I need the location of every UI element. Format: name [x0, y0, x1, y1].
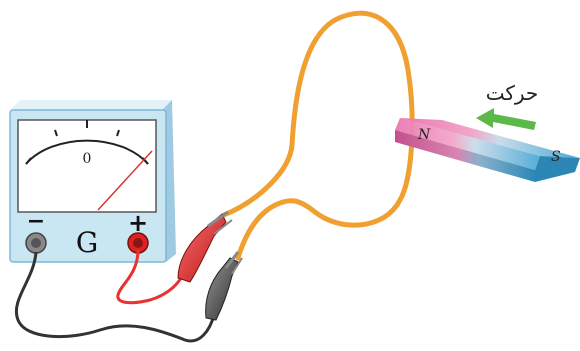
black-lead-wire [14, 251, 216, 343]
negative-terminal[interactable] [25, 232, 47, 254]
black-alligator-clip[interactable] [205, 251, 243, 321]
galvanometer-symbol: G [76, 226, 98, 259]
dial-zero-label: 0 [83, 151, 92, 167]
red-lead-wire [116, 249, 186, 305]
bar-magnet: N S [395, 118, 580, 182]
plus-label: + [128, 209, 148, 237]
minus-label: − [27, 209, 45, 234]
dial-needle [97, 150, 153, 211]
red-alligator-clip[interactable] [177, 210, 233, 283]
magnet-north-label: N [417, 127, 431, 143]
motion-label: حرکت [486, 81, 539, 105]
galvanometer: 0 − + G [9, 100, 176, 263]
magnet-south-label: S [551, 149, 561, 165]
wire-loop [221, 10, 415, 261]
arrow-left-icon [476, 108, 536, 130]
positive-terminal[interactable] [127, 232, 149, 254]
